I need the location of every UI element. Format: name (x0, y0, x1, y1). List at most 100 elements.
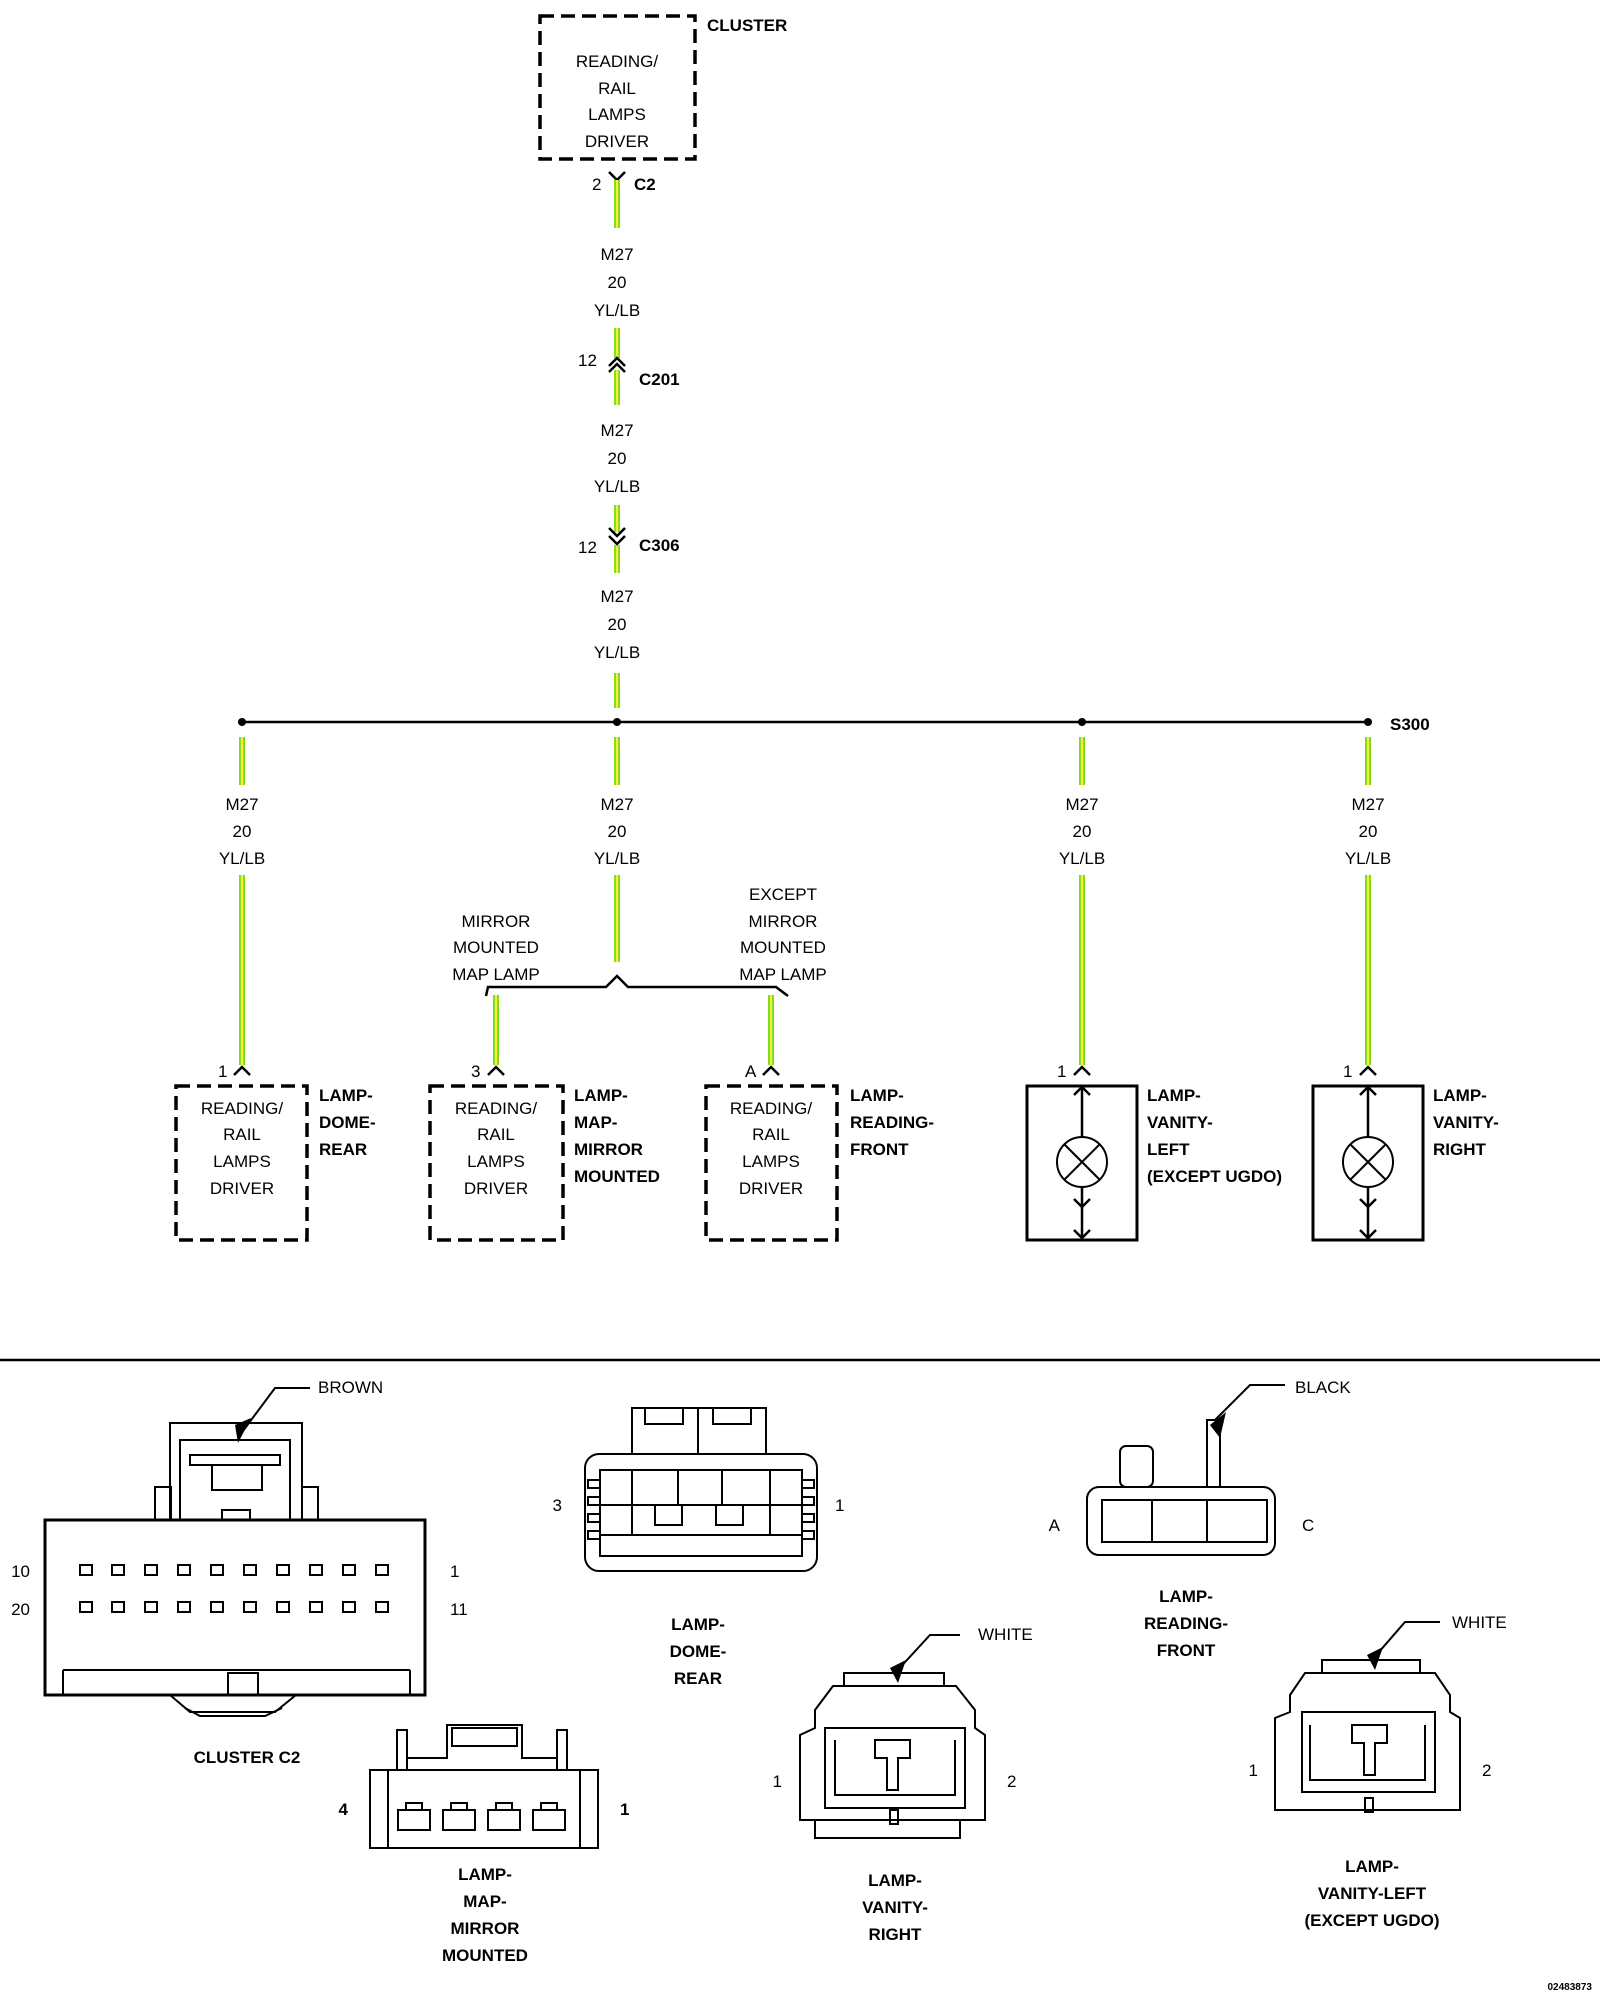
connector-title: MAP- (463, 1892, 506, 1911)
connector-view-dome-rear: 3 1 LAMP- DOME- REAR (553, 1407, 844, 1688)
wire-circuit: M27 (1351, 795, 1384, 814)
pin-label: 2 (1007, 1772, 1016, 1791)
driver-box (174, 1084, 309, 1242)
connector-title: LAMP- (671, 1615, 725, 1634)
trunk-wire-label-2: M27 20 YL/LB (594, 421, 640, 496)
lamp-dome-rear: 1 READING/ RAIL LAMPS DRIVER LAMP- DOME-… (174, 1062, 376, 1242)
connector-view-cluster-c2: BROWN 10 1 20 11 CLUSTER C2 (11, 1378, 468, 1767)
option-except-line-2: MIRROR (749, 912, 818, 931)
pin-label: 2 (1482, 1761, 1491, 1780)
component-label: MIRROR (574, 1140, 643, 1159)
wire-gauge: 20 (1359, 822, 1378, 841)
connector-title: FRONT (1157, 1641, 1216, 1660)
pin-label: 1 (773, 1772, 782, 1791)
connector-view-reading-front: BLACK A C LAMP- READING- FRONT (1049, 1378, 1352, 1660)
wire-circuit: M27 (1065, 795, 1098, 814)
wire-color: YL/LB (1345, 849, 1391, 868)
branch-label-vanity-left: M27 20 YL/LB (1059, 795, 1105, 868)
wire-gauge: 20 (608, 822, 627, 841)
component-label: LAMP- (1147, 1086, 1201, 1105)
pin-label: 1 (218, 1062, 227, 1081)
cluster-box-line-3: LAMPS (588, 105, 646, 124)
box-line: READING/ (201, 1099, 283, 1118)
c306-name: C306 (639, 536, 680, 555)
connector-view-vanity-left: WHITE 1 2 LAMP- VANITY-LEFT (EXCEPT UGDO… (1249, 1613, 1507, 1930)
branch-label-dome: M27 20 YL/LB (219, 795, 265, 868)
cluster-box-line-2: RAIL (598, 79, 636, 98)
wire-color: YL/LB (594, 849, 640, 868)
driver-box (428, 1084, 565, 1242)
trunk-wire-label-1: M27 20 YL/LB (594, 245, 640, 320)
cluster-box-line-4: DRIVER (585, 132, 649, 151)
component-label: LAMP- (319, 1086, 373, 1105)
pin-label: A (1049, 1516, 1061, 1535)
option-except-line-3: MOUNTED (740, 938, 826, 957)
box-line: READING/ (455, 1099, 537, 1118)
component-label: LAMP- (574, 1086, 628, 1105)
lamp-map-mirror-mounted: 3 READING/ RAIL LAMPS DRIVER LAMP- MAP- … (428, 1062, 660, 1242)
pin-label: 10 (11, 1562, 30, 1581)
connector-title: READING- (1144, 1614, 1228, 1633)
wire-gauge: 20 (608, 449, 627, 468)
cluster-connector-name: C2 (634, 175, 656, 194)
box-line: LAMPS (213, 1152, 271, 1171)
connector-title: REAR (674, 1669, 722, 1688)
connector-view-map-mirror: 4 1 LAMP- MAP- MIRROR MOUNTED (339, 1724, 629, 1965)
connector-title: VANITY-LEFT (1318, 1884, 1427, 1903)
box-line: DRIVER (739, 1179, 803, 1198)
option-mirror-line-3: MAP LAMP (452, 965, 540, 984)
pin-label: 11 (450, 1600, 468, 1619)
c201-pin: 12 (578, 351, 597, 370)
branch-wires (239, 737, 1371, 1065)
component-label: LAMP- (1433, 1086, 1487, 1105)
lamp-vanity-left: 1 LAMP- VANITY- LEFT (EXCEPT UGDO) (1025, 1062, 1282, 1242)
box-line: RAIL (223, 1125, 261, 1144)
connector-title: DOME- (670, 1642, 727, 1661)
component-label: LAMP- (850, 1086, 904, 1105)
component-label: DOME- (319, 1113, 376, 1132)
branch-label-vanity-right: M27 20 YL/LB (1345, 795, 1391, 868)
wire-circuit: M27 (600, 421, 633, 440)
option-brace (484, 974, 789, 997)
connector-view-vanity-right: WHITE 1 2 LAMP- VANITY- RIGHT (773, 1625, 1033, 1944)
component-label: MAP- (574, 1113, 617, 1132)
box-line: LAMPS (742, 1152, 800, 1171)
figure-id: 02483873 (1548, 1982, 1593, 1993)
lamp-vanity-right: 1 LAMP- VANITY- RIGHT (1311, 1062, 1499, 1242)
pin-label: A (745, 1062, 757, 1081)
pin-label: 1 (1249, 1761, 1258, 1780)
cluster-c2-connector: 2 C2 (592, 171, 656, 194)
wire-gauge: 20 (233, 822, 252, 841)
option-mirror-line-1: MIRROR (462, 912, 531, 931)
connector-title: LAMP- (458, 1865, 512, 1884)
cluster-pin: 2 (592, 175, 601, 194)
wire-gauge: 20 (608, 273, 627, 292)
connector-title: LAMP- (1159, 1587, 1213, 1606)
connector-title: LAMP- (868, 1871, 922, 1890)
box-line: RAIL (752, 1125, 790, 1144)
wire-circuit: M27 (600, 587, 633, 606)
connector-title: MOUNTED (442, 1946, 528, 1965)
component-label: VANITY- (1147, 1113, 1213, 1132)
pin-label: 1 (1343, 1062, 1352, 1081)
s300-splice: S300 (238, 715, 1430, 734)
option-mirror-mounted: MIRROR MOUNTED MAP LAMP (452, 912, 540, 984)
connector-title: (EXCEPT UGDO) (1304, 1911, 1439, 1930)
component-label: (EXCEPT UGDO) (1147, 1167, 1282, 1186)
c201-connector: 12 C201 (578, 351, 680, 389)
pin-label: C (1302, 1516, 1314, 1535)
color-label: WHITE (978, 1625, 1033, 1644)
pin-label: 3 (553, 1496, 562, 1515)
pin-label: 1 (835, 1496, 844, 1515)
cluster-title: CLUSTER (707, 16, 787, 35)
trunk-wire-label-3: M27 20 YL/LB (594, 587, 640, 662)
component-label: FRONT (850, 1140, 909, 1159)
pin-label: 20 (11, 1600, 30, 1619)
box-line: LAMPS (467, 1152, 525, 1171)
lamp-reading-front: A READING/ RAIL LAMPS DRIVER LAMP- READI… (704, 1062, 934, 1242)
s300-label: S300 (1390, 715, 1430, 734)
option-mirror-line-2: MOUNTED (453, 938, 539, 957)
wire-color: YL/LB (594, 643, 640, 662)
component-label: MOUNTED (574, 1167, 660, 1186)
